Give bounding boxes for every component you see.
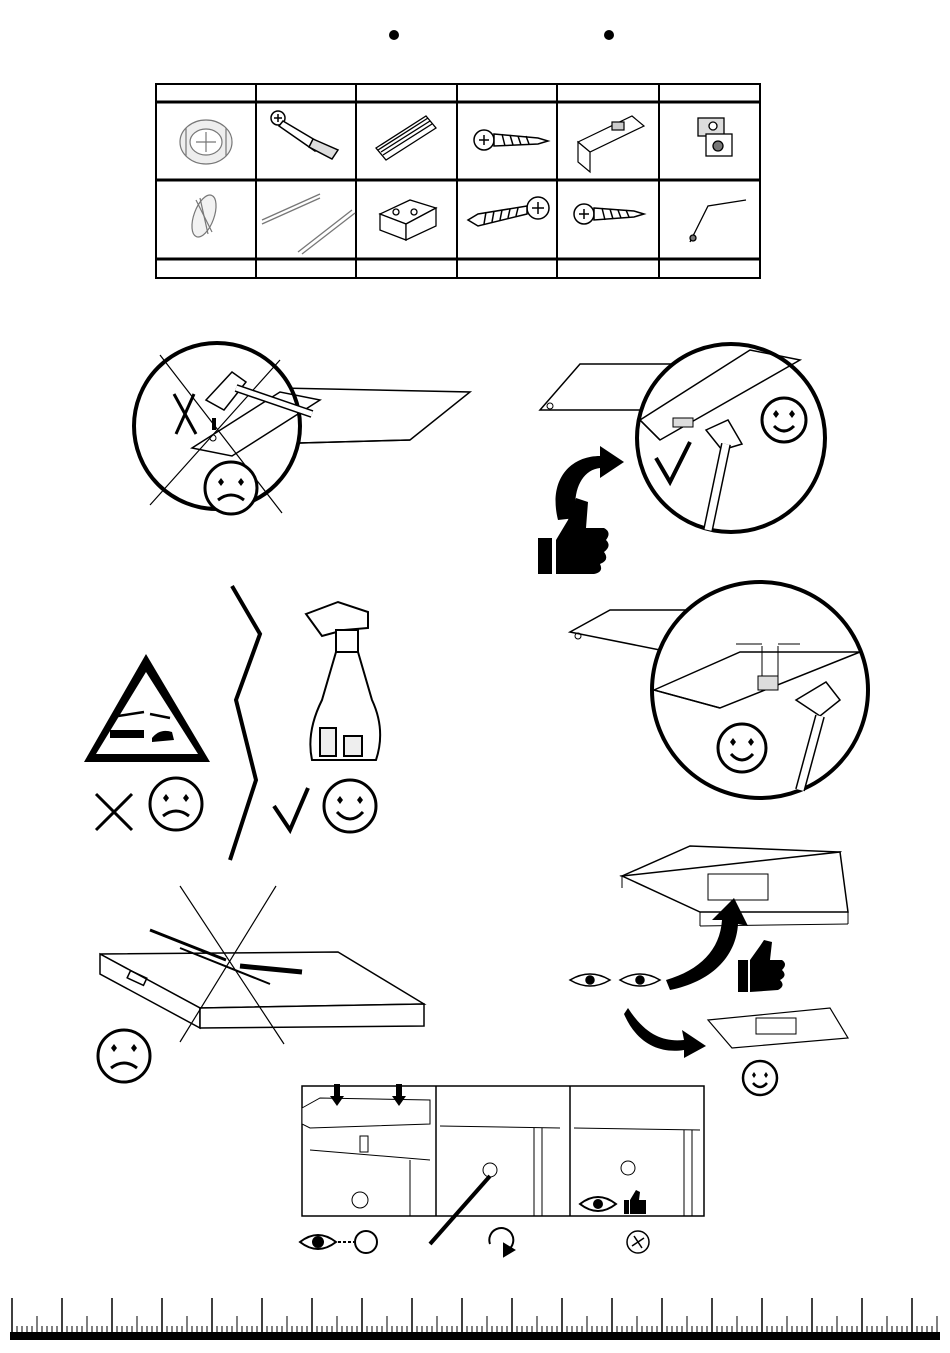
eyes-icon — [570, 974, 660, 986]
zigzag-separator — [230, 586, 260, 860]
curved-arrow-icon — [624, 1008, 706, 1058]
corrosive-warning-icon — [84, 654, 210, 762]
happy-face-icon — [743, 1061, 777, 1095]
hammer-wrong-panel — [134, 343, 470, 513]
curved-arrow-icon — [556, 446, 624, 520]
happy-face-icon — [762, 398, 806, 442]
cam-lock-sequence-panel — [302, 1086, 704, 1244]
sad-face-icon — [150, 778, 202, 830]
sad-face-icon — [205, 462, 257, 514]
rotate-arrow-icon — [489, 1228, 514, 1256]
cam-lock-position-icon — [627, 1231, 649, 1253]
right-check-mark — [274, 788, 308, 830]
happy-face-icon — [324, 780, 376, 832]
spray-bottle-icon — [306, 602, 380, 760]
knife-on-packaging-panel — [100, 886, 424, 1044]
unpack-check-panel — [622, 846, 848, 1048]
wrong-cross-mark — [96, 794, 132, 830]
thumbs-up-icon — [738, 940, 785, 992]
eye-icon — [300, 1231, 377, 1253]
happy-face-icon — [718, 724, 766, 772]
measurement-ruler — [10, 1298, 940, 1340]
thumbs-up-icon — [538, 498, 609, 574]
dowel-gap-panel — [570, 582, 868, 798]
sad-face-icon — [98, 1030, 150, 1082]
eye-thumbs-up-icon — [580, 1190, 646, 1214]
